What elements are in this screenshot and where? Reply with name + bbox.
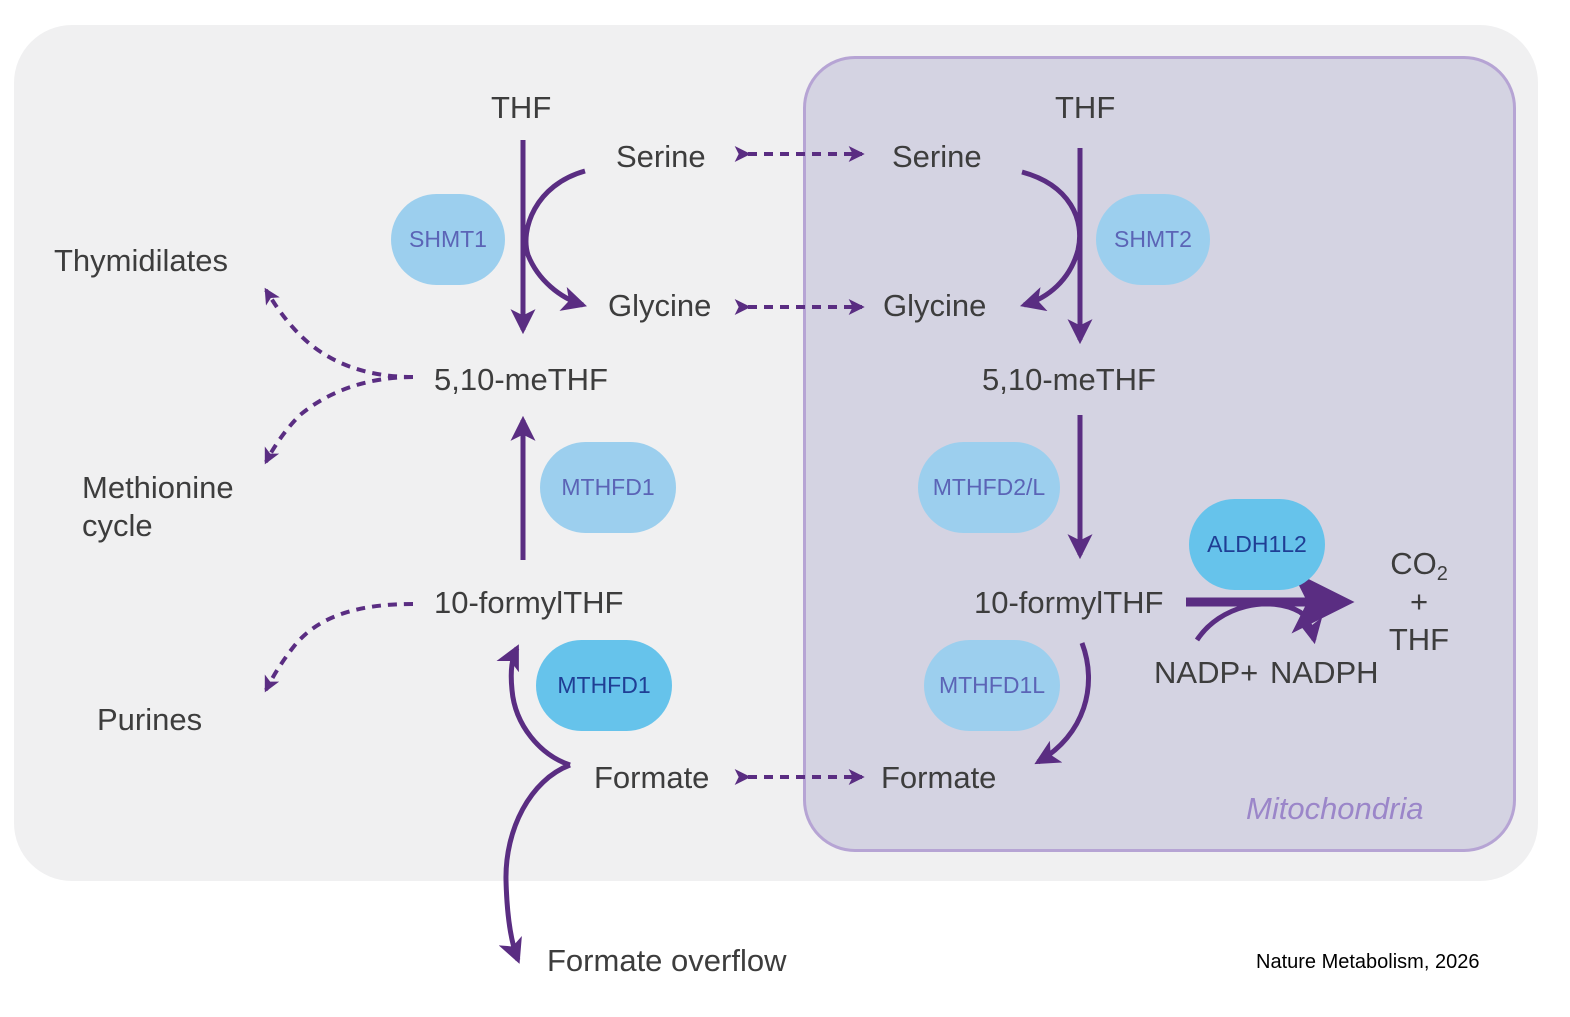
enzyme-mthfd1l: MTHFD1L (924, 640, 1060, 731)
enzyme-mthfd1-top: MTHFD1 (540, 442, 676, 533)
arrow-methf-to-thymidilates (264, 287, 414, 379)
citation-label: Nature Metabolism, 2026 (1256, 951, 1480, 973)
arrow-formate-to-overflow (498, 762, 571, 964)
purines-label: Purines (97, 702, 203, 737)
arrow-serine-to-glycine-cyto (523, 168, 587, 311)
enzyme-mthfd2l: MTHFD2/L (918, 442, 1060, 533)
methf-mito-label: 5,10-meTHF (982, 362, 1156, 397)
methionine-cycle-label-line2: cycle (82, 508, 153, 543)
nadp-label: NADP+ (1154, 655, 1259, 690)
plus-label: + (1409, 584, 1429, 619)
formate-mito-label: Formate (881, 760, 997, 795)
serine-mito-label: Serine (892, 139, 982, 174)
nadph-label: NADPH (1270, 655, 1379, 690)
co2-subscript: 2 (1436, 563, 1448, 585)
methionine-cycle-label-line1: Methionine (82, 470, 234, 505)
thf-mito-label: THF (1055, 90, 1116, 125)
glycine-cyto-label: Glycine (608, 288, 712, 323)
arrow-serine-to-glycine-mito (1020, 169, 1083, 312)
thf-cyto-label: THF (491, 90, 552, 125)
enzyme-mthfd1-bottom: MTHFD1 (536, 640, 672, 731)
enzyme-aldh1l2: ALDH1L2 (1189, 499, 1325, 590)
arrow-formate-to-formylthf-cyto (496, 644, 571, 768)
mitochondria-region (803, 56, 1516, 852)
co2-label: CO (1390, 546, 1437, 581)
thymidilates-label: Thymidilates (54, 243, 228, 278)
glycine-mito-label: Glycine (883, 288, 987, 323)
arrow-nadp-to-nadph (1194, 601, 1323, 645)
enzyme-shmt1: SHMT1 (391, 194, 505, 285)
arrow-formylthf-to-purines (264, 602, 414, 693)
co2-thf-product: CO2 + THF (1384, 545, 1454, 659)
methf-cyto-label: 5,10-meTHF (434, 362, 608, 397)
formylthf-mito-label: 10-formylTHF (974, 585, 1164, 620)
serine-cyto-label: Serine (616, 139, 706, 174)
mitochondria-label: Mitochondria (1246, 791, 1424, 826)
formylthf-cyto-label: 10-formylTHF (434, 585, 624, 620)
formate-cyto-label: Formate (594, 760, 710, 795)
arrow-methf-to-methionine (264, 375, 414, 465)
thf-product-label: THF (1388, 622, 1450, 657)
formate-overflow-label: Formate overflow (547, 943, 787, 978)
arrow-formylthf-to-formate-mito (1034, 642, 1091, 765)
enzyme-shmt2: SHMT2 (1096, 194, 1210, 285)
